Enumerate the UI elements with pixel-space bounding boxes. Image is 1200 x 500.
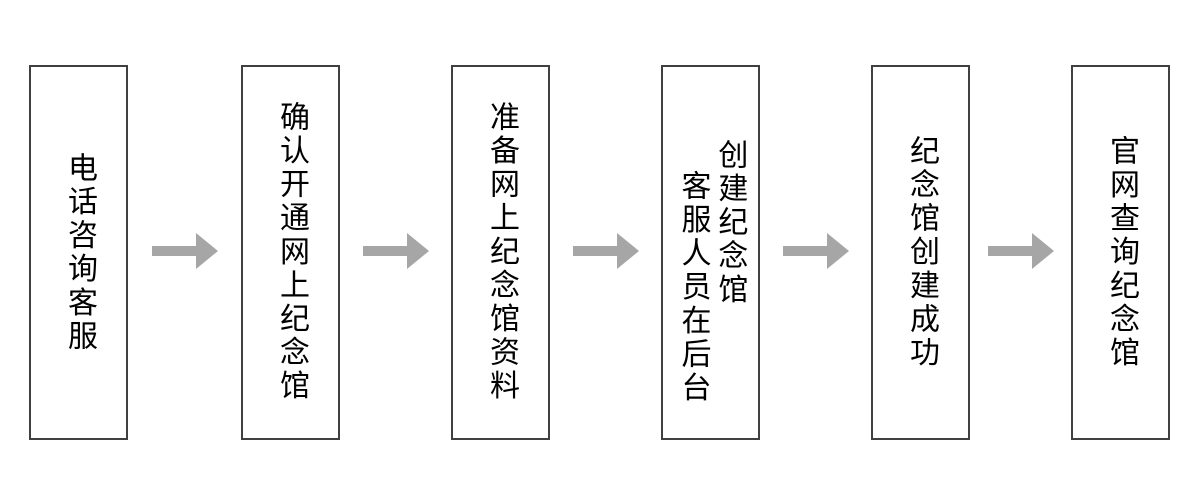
flow-step-2[interactable]: 确认开通网上纪念馆 [241,65,340,440]
flow-step-6[interactable]: 官网查询纪念馆 [1071,65,1170,440]
flow-step-6-label: 官网查询纪念馆 [1103,134,1139,371]
flow-step-4-label-primary: 创建纪念馆 [712,139,748,307]
flow-arrow-5 [988,233,1054,269]
flow-step-1[interactable]: 电话咨询客服 [29,65,128,440]
flow-arrow-2 [363,233,429,269]
flow-step-2-label: 确认开通网上纪念馆 [273,101,309,404]
flow-step-4-label-secondary: 客服人员在后台 [675,170,711,406]
flow-step-3-label: 准备网上纪念馆资料 [483,101,519,404]
flow-step-4[interactable]: 客服人员在后台 创建纪念馆 [661,65,760,440]
flow-arrow-4 [783,233,849,269]
flow-step-3[interactable]: 准备网上纪念馆资料 [451,65,550,440]
flow-step-5[interactable]: 纪念馆创建成功 [871,65,970,440]
flow-arrow-3 [573,233,639,269]
flow-arrow-1 [152,233,218,269]
flow-step-5-label: 纪念馆创建成功 [903,134,939,371]
flow-step-1-label: 电话咨询客服 [61,151,97,354]
